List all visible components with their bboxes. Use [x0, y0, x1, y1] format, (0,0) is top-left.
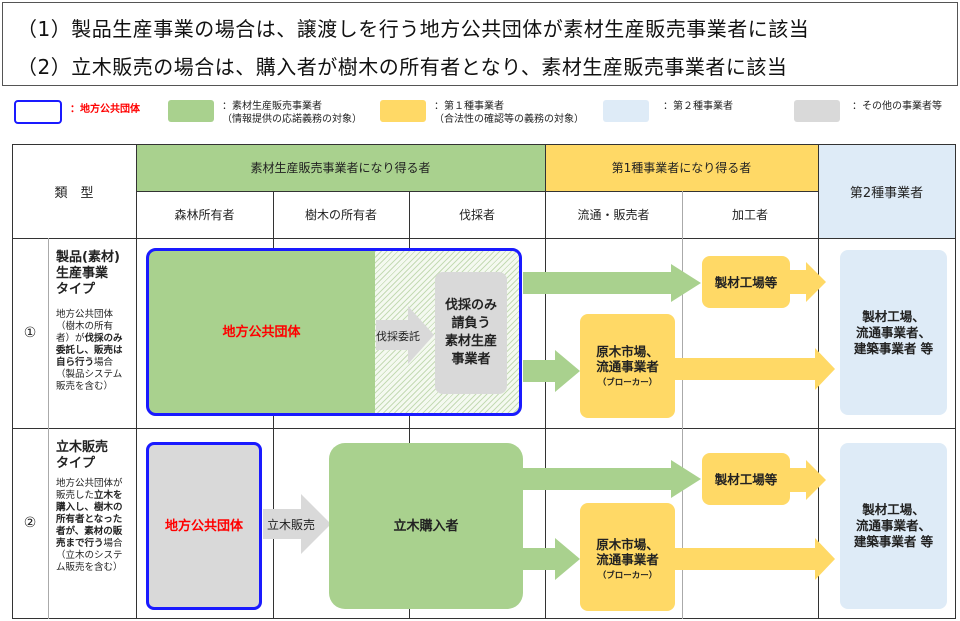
grid-right	[955, 144, 956, 619]
arrow-mill-to-type2	[790, 460, 826, 500]
row-type-title: 製品(素材) 生産事業 タイプ	[56, 250, 120, 297]
legend-label: ：第２種事業者	[663, 101, 733, 112]
arrow-shape	[790, 262, 826, 302]
arrow-shape	[515, 538, 580, 580]
header-type2-bg	[818, 144, 955, 238]
description-part: 立木を 購入し、樹木の 所有者となった 者が、素材の販 売まで行う	[56, 490, 123, 549]
local-government-green-area	[148, 250, 375, 414]
arrow-shape	[675, 348, 835, 390]
log-market-sublabel: （ブローカー）	[597, 571, 658, 581]
local-government-box: 地方公共団体	[146, 442, 262, 610]
arrow-to-market	[523, 350, 580, 392]
arrow-shape	[675, 538, 835, 580]
grid-col-5	[682, 191, 683, 619]
summary-line-1: （1）製品生産事業の場合は、譲渡しを行う地方公共団体が素材生産販売事業者に該当	[17, 17, 810, 41]
log-market-box: 原木市場、 流通事業者 （ブローカー）	[580, 314, 675, 418]
row-number: ①	[23, 325, 37, 341]
arrow-shape	[515, 460, 701, 498]
legend-material-producer: ：素材生産販売事業者 （情報提供の応諾義務の対象）	[168, 100, 362, 126]
description-part: 場合 （立木のシステ ム販売を含む）	[56, 538, 123, 573]
legend-swatch-gray	[794, 100, 840, 122]
standing-timber-sale-arrow	[263, 494, 331, 554]
legend-label: ：地方公共団体	[70, 104, 140, 115]
header-material: 素材生産販売事業者になり得る者	[250, 161, 431, 175]
legend-label: ：素材生産販売事業者 （情報提供の応諾義務の対象）	[222, 101, 362, 125]
row-number: ②	[23, 515, 37, 531]
arrow-market-to-type2	[675, 348, 835, 390]
logging-contract-label: 伐採委託	[376, 330, 420, 343]
local-government-box: 地方公共団体	[222, 324, 301, 340]
legend-type2: ：第２種事業者	[603, 100, 733, 122]
column-header-logger: 伐採者	[458, 208, 495, 222]
grid-col-num	[48, 238, 49, 619]
legend-local-government: ：地方公共団体	[14, 100, 140, 124]
arrow-to-mill	[523, 264, 701, 302]
type2-business-box: 製材工場、 流通事業者、 建築事業者 等	[840, 443, 947, 609]
legend-swatch-lightblue	[603, 100, 649, 122]
arrow-shape	[523, 350, 580, 392]
log-market-label: 原木市場、 流通事業者	[596, 537, 659, 567]
legend-label: ：その他の事業者等	[852, 101, 942, 112]
local-government-outline	[146, 248, 522, 416]
header-type1: 第1種事業者になり得る者	[611, 161, 752, 175]
description-part: 地方公共団体が 販売した	[56, 478, 123, 501]
column-header-distributor: 流通・販売者	[577, 208, 650, 222]
legend-swatch-yellow	[380, 100, 426, 122]
mill-box: 製材工場等	[702, 453, 790, 505]
log-market-box: 原木市場、 流通事業者 （ブローカー）	[580, 503, 675, 611]
header-material-bg	[136, 144, 545, 191]
arrow-shape	[790, 460, 826, 500]
grid-header-mid	[136, 191, 818, 192]
header-type1-bg	[545, 144, 818, 191]
arrow-to-market	[515, 538, 580, 580]
legend-label: ：第１種事業者 （合法性の確認等の義務の対象）	[434, 101, 584, 125]
arrow-mill-to-type2	[790, 262, 826, 302]
column-header-tree-owner: 樹木の所有者	[304, 208, 377, 222]
grid-top	[12, 144, 956, 145]
row-type-title: 立木販売 タイプ	[56, 440, 109, 471]
description-part: 地方公共団体 （樹木の所有 者）が	[56, 309, 114, 344]
summary-box: （1）製品生産事業の場合は、譲渡しを行う地方公共団体が素材生産販売事業者に該当 …	[2, 2, 958, 86]
log-market-label: 原木市場、 流通事業者	[596, 344, 659, 374]
arrow-shape	[523, 264, 701, 302]
type2-business-box: 製材工場、 流通事業者、 建築事業者 等	[840, 250, 947, 415]
grid-row-divider	[12, 428, 956, 429]
standing-timber-sale-label: 立木販売	[267, 518, 316, 532]
arrow-market-to-type2	[675, 538, 835, 580]
description-part: 場合 （製品システム 販売を含む）	[56, 357, 123, 392]
arrow-to-mill	[515, 460, 701, 498]
description-part: 伐採のみ 委託し、販売は 自ら行う	[56, 333, 123, 368]
legend-other: ：その他の事業者等	[794, 100, 942, 122]
row-type-description: 地方公共団体が 販売した立木を 購入し、樹木の 所有者となった 者が、素材の販 …	[56, 478, 136, 574]
legend-swatch-outline	[14, 100, 62, 124]
type-header: 類 型	[54, 185, 94, 201]
logging-contract-arrow	[376, 306, 434, 364]
column-header-processor: 加工者	[731, 208, 768, 222]
summary-line-2: （2）立木販売の場合は、購入者が樹木の所有者となり、素材生産販売事業者に該当	[17, 55, 788, 79]
legend-type1: ：第１種事業者 （合法性の確認等の義務の対象）	[380, 100, 584, 126]
legend-swatch-green	[168, 100, 214, 122]
row-type-description: 地方公共団体 （樹木の所有 者）が伐採のみ 委託し、販売は 自ら行う場合 （製品…	[56, 309, 136, 393]
header-type2: 第2種事業者	[849, 185, 924, 201]
arrow-shape	[263, 494, 331, 554]
column-header-forest-owner: 森林所有者	[174, 208, 235, 222]
grid-col-1	[136, 144, 137, 619]
grid-left	[12, 144, 13, 619]
grid-bottom	[12, 618, 956, 619]
logging-contractor-box: 伐採のみ 請負う 素材生産 事業者	[435, 272, 507, 394]
arrow-shape	[376, 306, 434, 364]
grid-header-bottom	[12, 238, 956, 239]
mill-box: 製材工場等	[702, 256, 790, 308]
standing-timber-buyer-box: 立木購入者	[329, 443, 523, 609]
log-market-sublabel: （ブローカー）	[597, 378, 658, 388]
